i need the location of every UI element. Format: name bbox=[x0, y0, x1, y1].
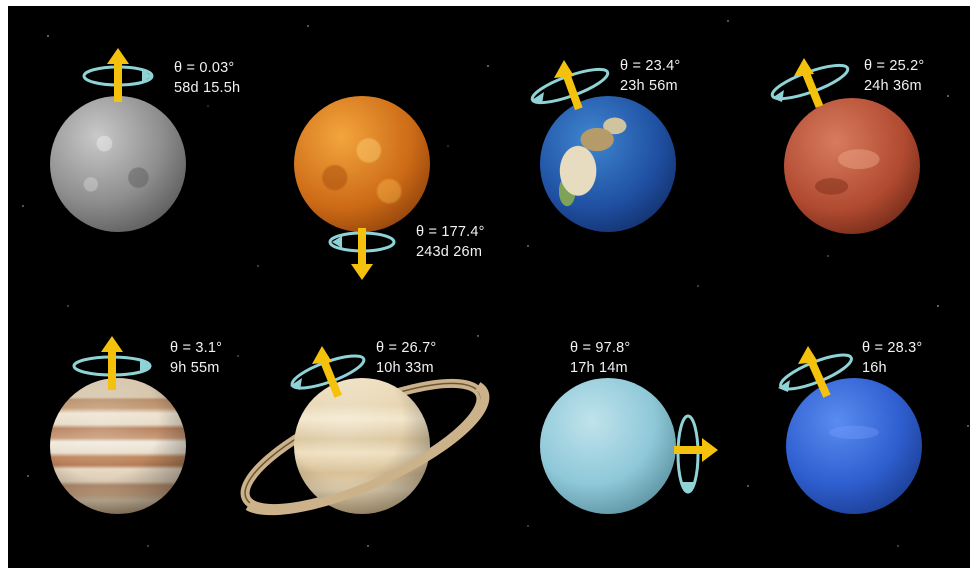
rotation-axis-jupiter-icon bbox=[72, 336, 152, 390]
tilt-text: θ = 23.4° bbox=[620, 58, 681, 74]
rotation-axis-mercury-icon bbox=[82, 48, 154, 102]
rotation-axis-neptune-icon bbox=[778, 346, 853, 398]
label-venus: θ = 177.4° 243d 26m bbox=[416, 222, 485, 262]
rotation-axis-saturn-icon bbox=[290, 346, 366, 398]
period-text: 17h 14m bbox=[570, 360, 628, 376]
rotation-axis-venus-icon bbox=[328, 228, 396, 280]
tilt-text: θ = 26.7° bbox=[376, 340, 437, 356]
label-neptune: θ = 28.3° 16h bbox=[862, 338, 922, 378]
tilt-text: θ = 177.4° bbox=[416, 224, 485, 240]
label-earth: θ = 23.4° 23h 56m bbox=[620, 56, 680, 96]
rotation-axis-mars-icon bbox=[770, 58, 850, 109]
planet-uranus bbox=[540, 378, 676, 514]
period-text: 9h 55m bbox=[170, 360, 220, 376]
planets-scene: θ = 0.03° 58d 15.5h θ = 177.4° 243d 26m … bbox=[8, 6, 970, 568]
period-text: 16h bbox=[862, 360, 887, 376]
planet-venus bbox=[294, 96, 430, 232]
starfield bbox=[22, 20, 969, 547]
label-saturn: θ = 26.7° 10h 33m bbox=[376, 338, 436, 378]
planet-earth bbox=[540, 96, 676, 232]
label-uranus: θ = 97.8° 17h 14m bbox=[570, 338, 630, 378]
period-text: 243d 26m bbox=[416, 244, 483, 260]
saturn-rings-front bbox=[245, 382, 490, 516]
tilt-text: θ = 25.2° bbox=[864, 58, 925, 74]
period-text: 24h 36m bbox=[864, 78, 922, 94]
tilt-text: θ = 28.3° bbox=[862, 340, 923, 356]
planet-jupiter bbox=[50, 378, 186, 514]
label-mars: θ = 25.2° 24h 36m bbox=[864, 56, 924, 96]
planet-neptune bbox=[786, 378, 922, 514]
rotation-axis-earth-icon bbox=[530, 60, 610, 111]
tilt-text: θ = 0.03° bbox=[174, 60, 235, 76]
period-text: 10h 33m bbox=[376, 360, 434, 376]
rotation-axis-uranus-icon bbox=[674, 414, 718, 494]
label-mercury: θ = 0.03° 58d 15.5h bbox=[174, 58, 240, 98]
label-jupiter: θ = 3.1° 9h 55m bbox=[170, 338, 222, 378]
planet-mars bbox=[784, 98, 920, 234]
tilt-text: θ = 3.1° bbox=[170, 340, 223, 356]
period-text: 23h 56m bbox=[620, 78, 678, 94]
planet-mercury bbox=[50, 96, 186, 232]
period-text: 58d 15.5h bbox=[174, 80, 241, 96]
tilt-text: θ = 97.8° bbox=[570, 340, 631, 356]
